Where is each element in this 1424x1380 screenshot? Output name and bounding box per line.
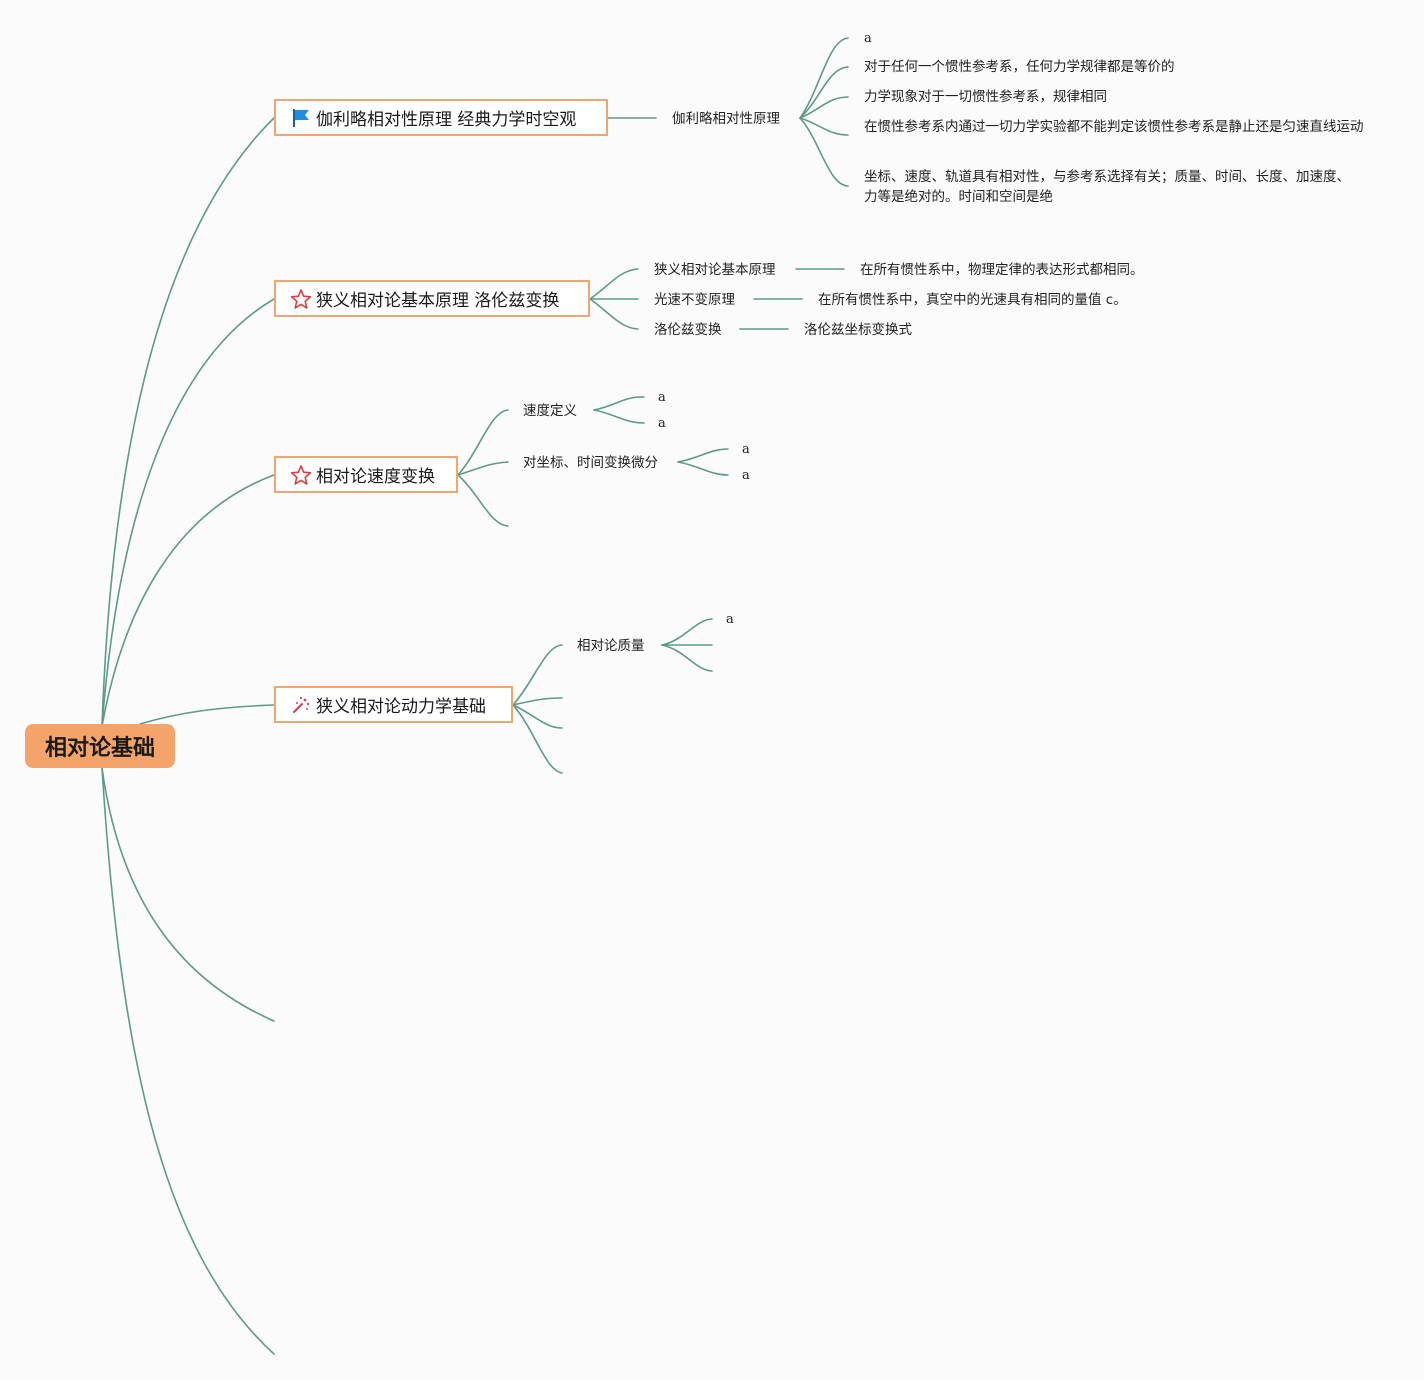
topic-special-relativity-principles[interactable]: 狭义相对论基本原理 洛伦兹变换 — [274, 280, 590, 317]
edge-root-topic2 — [101, 298, 275, 727]
subtopic-differential-transform[interactable]: 对坐标、时间变换微分 — [523, 455, 658, 471]
topic-label: 狭义相对论基本原理 洛伦兹变换 — [316, 291, 560, 311]
edge-root-topic1 — [101, 117, 275, 727]
red-star-icon — [290, 464, 312, 486]
subtopic-velocity-definition[interactable]: 速度定义 — [523, 403, 577, 419]
leaf-text[interactable]: a — [658, 390, 666, 405]
topic-galilean-relativity[interactable]: 伽利略相对性原理 经典力学时空观 — [274, 99, 608, 136]
magic-wand-icon — [290, 694, 312, 716]
subtopic-basic-principle[interactable]: 狭义相对论基本原理 — [654, 262, 776, 278]
list-item[interactable]: 在惯性参考系内通过一切力学实验都不能判定该惯性参考系是静止还是匀速直线运动 — [864, 119, 1364, 135]
list-item[interactable]: 坐标、速度、轨道具有相对性，与参考系选择有关；质量、时间、长度、加速度、力等是绝… — [864, 169, 1350, 205]
edge-root-topic3 — [101, 474, 275, 727]
detail-text[interactable]: 洛伦兹坐标变换式 — [804, 322, 912, 338]
subtopic-galilean-principle[interactable]: 伽利略相对性原理 — [672, 111, 780, 127]
leaf-text[interactable]: a — [726, 612, 734, 627]
edge-root-empty5 — [101, 767, 275, 1022]
edge-root-topic4 — [139, 704, 275, 725]
red-star-icon — [290, 288, 312, 310]
topic-label: 伽利略相对性原理 经典力学时空观 — [316, 110, 577, 130]
leaf-text[interactable]: a — [658, 416, 666, 431]
detail-text[interactable]: 在所有惯性系中，物理定律的表达形式都相同。 — [860, 262, 1144, 278]
leaf-text[interactable]: a — [742, 468, 750, 483]
leaf-text[interactable]: a — [864, 31, 872, 46]
root-label: 相对论基础 — [44, 736, 155, 761]
subtopic-relativistic-mass[interactable]: 相对论质量 — [577, 638, 645, 654]
subtopic-lorentz-transform[interactable]: 洛伦兹变换 — [654, 322, 722, 338]
blue-flag-icon — [290, 107, 312, 129]
list-item[interactable]: 力学现象对于一切惯性参考系，规律相同 — [864, 89, 1107, 105]
root-topic[interactable]: 相对论基础 — [25, 724, 175, 768]
detail-text[interactable]: 在所有惯性系中，真空中的光速具有相同的量值 c。 — [818, 292, 1127, 308]
topic-label: 相对论速度变换 — [316, 467, 435, 487]
subtopic-light-speed-invariance[interactable]: 光速不变原理 — [654, 292, 735, 308]
edge-root-empty6 — [101, 767, 275, 1355]
topic-relativistic-dynamics[interactable]: 狭义相对论动力学基础 — [274, 686, 513, 723]
topic-velocity-transform[interactable]: 相对论速度变换 — [274, 456, 458, 493]
list-item[interactable]: 对于任何一个惯性参考系，任何力学规律都是等价的 — [864, 59, 1175, 75]
leaf-text[interactable]: a — [742, 442, 750, 457]
topic-label: 狭义相对论动力学基础 — [316, 697, 486, 717]
